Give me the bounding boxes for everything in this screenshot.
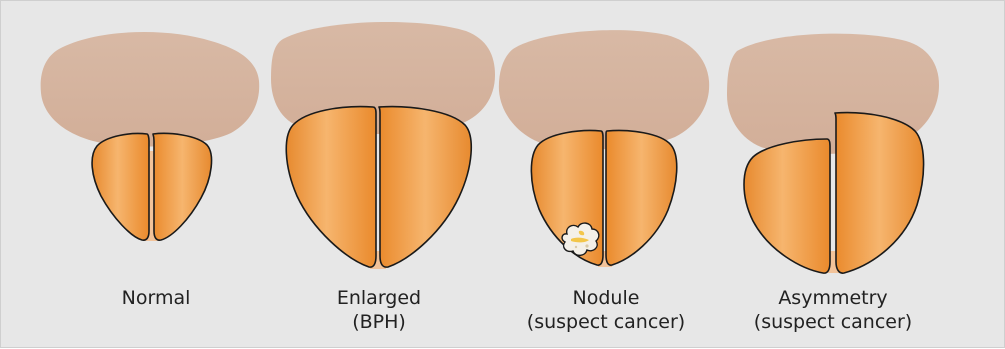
right-lobe xyxy=(153,133,212,240)
right-lobe xyxy=(379,107,471,268)
asymmetry-prostate-illustration xyxy=(727,34,939,274)
caption-asymmetry-line2: (suspect cancer) xyxy=(723,310,943,334)
caption-enlarged: Enlarged (BPH) xyxy=(269,286,489,334)
caption-nodule-line2: (suspect cancer) xyxy=(496,310,716,334)
caption-normal-line1: Normal xyxy=(46,286,266,310)
caption-asymmetry: Asymmetry (suspect cancer) xyxy=(723,286,943,334)
enlarged-prostate-illustration xyxy=(271,22,495,269)
right-lobe xyxy=(606,131,677,266)
right-lobe xyxy=(835,113,924,274)
left-lobe xyxy=(92,134,149,241)
caption-nodule: Nodule (suspect cancer) xyxy=(496,286,716,334)
caption-normal: Normal xyxy=(46,286,266,310)
normal-prostate-illustration xyxy=(41,32,260,241)
left-lobe xyxy=(744,139,830,273)
caption-enlarged-line1: Enlarged xyxy=(269,286,489,310)
nodule-prostate-illustration xyxy=(499,30,709,267)
caption-enlarged-line2: (BPH) xyxy=(269,310,489,334)
caption-asymmetry-line1: Asymmetry xyxy=(723,286,943,310)
left-lobe xyxy=(286,107,376,268)
bladder-shape xyxy=(41,32,260,147)
bladder-shape xyxy=(499,30,709,149)
caption-nodule-line1: Nodule xyxy=(496,286,716,310)
